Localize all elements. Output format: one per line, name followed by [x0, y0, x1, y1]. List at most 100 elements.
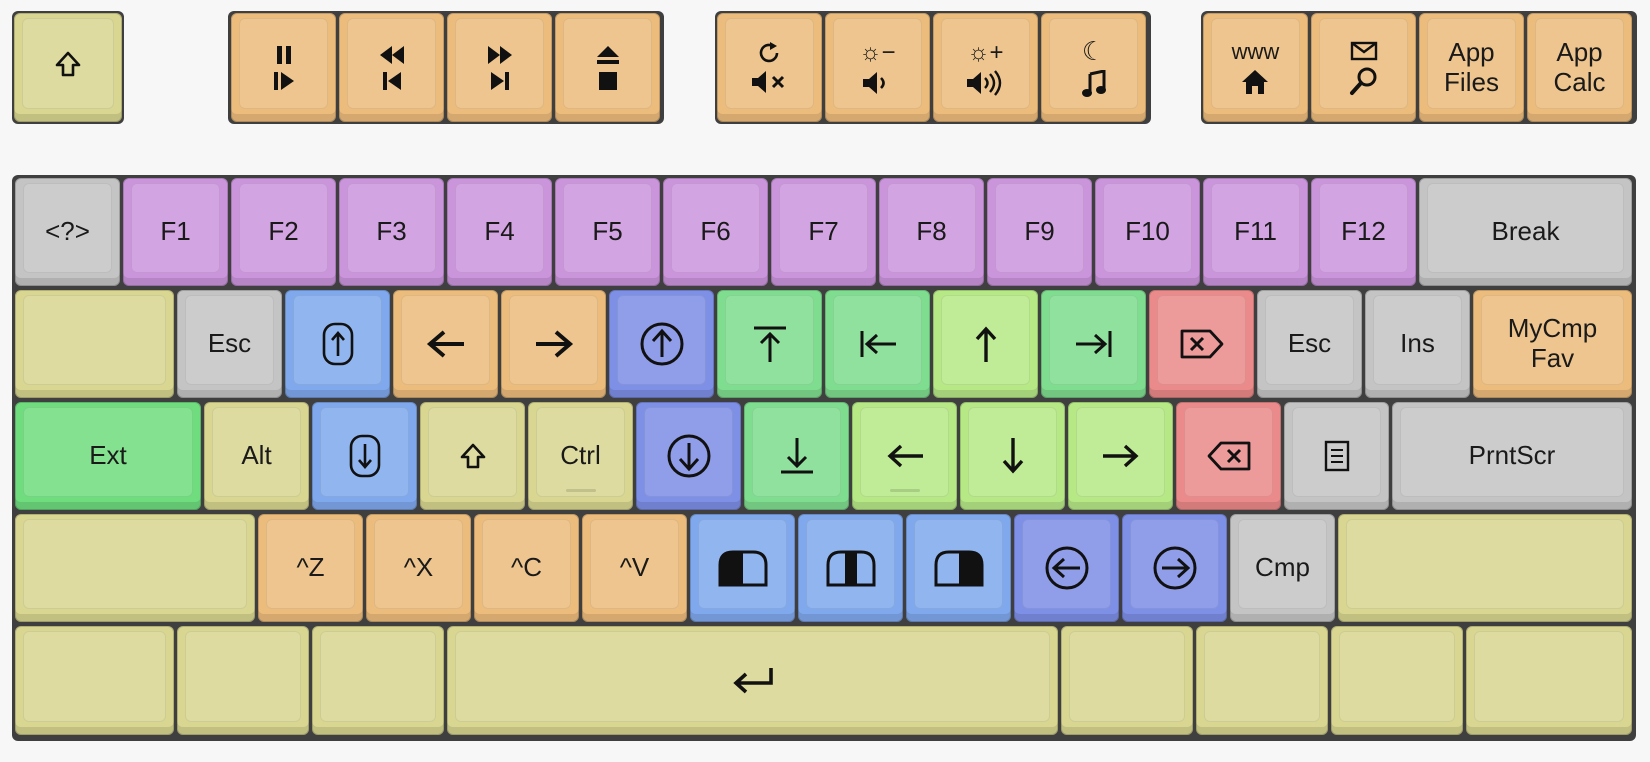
app-files-key[interactable]: App Files: [1419, 13, 1524, 122]
break-key[interactable]: Break: [1419, 178, 1632, 286]
shift-key[interactable]: [14, 13, 122, 122]
undo-label: ^Z: [296, 552, 325, 583]
arrow-right-key[interactable]: [501, 290, 606, 398]
app-calc-key[interactable]: App Calc: [1527, 13, 1632, 122]
arrow-left-icon: [426, 330, 464, 358]
space-enter-key[interactable]: [447, 626, 1058, 735]
f9-key[interactable]: F9: [987, 178, 1092, 286]
outline-shift-icon: [460, 443, 485, 469]
cut-key[interactable]: ^X: [366, 514, 471, 622]
arrow-right-key-2[interactable]: [1068, 402, 1173, 510]
line-end-key[interactable]: [1041, 290, 1146, 398]
end-bottom-key[interactable]: [744, 402, 849, 510]
play-icon: [273, 71, 294, 90]
mouse-left-button-key[interactable]: [690, 514, 795, 622]
f8-key[interactable]: F8: [879, 178, 984, 286]
next-track-icon: [490, 71, 509, 90]
sleep-label: ☾: [1081, 35, 1106, 66]
shift-outline-key[interactable]: [420, 402, 525, 510]
ext-label: Ext: [89, 440, 127, 471]
backspace-key[interactable]: [1176, 402, 1281, 510]
prntscr-key[interactable]: PrntScr: [1392, 402, 1632, 510]
mouse-right-button-key[interactable]: [906, 514, 1011, 622]
help-key[interactable]: <?>: [15, 178, 120, 286]
circle-up-key[interactable]: [609, 290, 714, 398]
play-pause-key[interactable]: [231, 13, 336, 122]
cmp-label: Cmp: [1255, 552, 1310, 583]
circle-right-key[interactable]: [1122, 514, 1227, 622]
mycmp-fav-key[interactable]: MyCmp Fav: [1473, 290, 1632, 398]
bottom-blank-key-1[interactable]: [15, 626, 174, 735]
menu-icon: [1324, 440, 1349, 472]
www-home-key[interactable]: www: [1203, 13, 1308, 122]
line-end-icon: [1075, 331, 1111, 357]
f7-key[interactable]: F7: [771, 178, 876, 286]
mouse-scroll-down-key[interactable]: [312, 402, 417, 510]
eject-stop-key[interactable]: [555, 13, 660, 122]
brightness-up-volume-up-key[interactable]: ☼+: [933, 13, 1038, 122]
menu-key[interactable]: [1284, 402, 1389, 510]
cmp-key[interactable]: Cmp: [1230, 514, 1335, 622]
rewind-previous-key[interactable]: [339, 13, 444, 122]
bottom-blank-key-7[interactable]: [1466, 626, 1632, 735]
alt-key[interactable]: Alt: [204, 402, 309, 510]
bottom-blank-key-3[interactable]: [312, 626, 444, 735]
line-start-icon: [860, 331, 896, 357]
mouse-button-middle-icon: [826, 550, 875, 587]
mouse-button-left-icon: [718, 550, 767, 587]
alt-label: Alt: [241, 440, 272, 471]
tab-blank-key[interactable]: [15, 290, 174, 398]
f4-key[interactable]: F4: [447, 178, 552, 286]
arrow-left-key[interactable]: [393, 290, 498, 398]
f5-key[interactable]: F5: [555, 178, 660, 286]
f12-key[interactable]: F12: [1311, 178, 1416, 286]
delete-forward-key[interactable]: [1149, 290, 1254, 398]
bottom-blank-key-2[interactable]: [177, 626, 309, 735]
refresh-mute-key[interactable]: [717, 13, 822, 122]
bottom-blank-key-4[interactable]: [1061, 626, 1193, 735]
bottom-blank-key-6[interactable]: [1331, 626, 1463, 735]
esc-left-key[interactable]: Esc: [177, 290, 282, 398]
f7-label: F7: [808, 216, 839, 247]
right-shift-blank-key[interactable]: [1338, 514, 1632, 622]
f3-key[interactable]: F3: [339, 178, 444, 286]
forward-next-key[interactable]: [447, 13, 552, 122]
line-start-key[interactable]: [825, 290, 930, 398]
arrow-left-icon: [886, 444, 923, 468]
mouse-middle-button-key[interactable]: [798, 514, 903, 622]
brightness-up-label: ☼+: [967, 38, 1004, 66]
bottom-blank-key-5[interactable]: [1196, 626, 1328, 735]
home-row-bump: [565, 489, 596, 492]
f9-label: F9: [1024, 216, 1055, 247]
f11-key[interactable]: F11: [1203, 178, 1308, 286]
f6-key[interactable]: F6: [663, 178, 768, 286]
f3-label: F3: [376, 216, 407, 247]
undo-key[interactable]: ^Z: [258, 514, 363, 622]
circle-left-key[interactable]: [1014, 514, 1119, 622]
home-top-key[interactable]: [717, 290, 822, 398]
circle-arrow-up-icon: [640, 322, 683, 366]
paste-key[interactable]: ^V: [582, 514, 687, 622]
fast-forward-icon: [487, 45, 512, 64]
ins-key[interactable]: Ins: [1365, 290, 1470, 398]
f2-key[interactable]: F2: [231, 178, 336, 286]
f10-key[interactable]: F10: [1095, 178, 1200, 286]
arrow-up-key[interactable]: [933, 290, 1038, 398]
sleep-music-key[interactable]: ☾: [1041, 13, 1146, 122]
mail-search-key[interactable]: [1311, 13, 1416, 122]
search-icon: [1349, 67, 1376, 95]
brightness-down-volume-down-key[interactable]: ☼−: [825, 13, 930, 122]
arrow-left-key-2[interactable]: [852, 402, 957, 510]
esc-right-key[interactable]: Esc: [1257, 290, 1362, 398]
arrow-down-key[interactable]: [960, 402, 1065, 510]
volume-up-icon: [966, 70, 1001, 97]
arrow-right-icon: [1102, 444, 1139, 468]
mouse-scroll-up-key[interactable]: [285, 290, 390, 398]
copy-key[interactable]: ^C: [474, 514, 579, 622]
end-bottom-icon: [780, 438, 813, 474]
left-shift-blank-key[interactable]: [15, 514, 255, 622]
ext-key[interactable]: Ext: [15, 402, 201, 510]
ctrl-key[interactable]: Ctrl: [528, 402, 633, 510]
circle-down-key[interactable]: [636, 402, 741, 510]
f1-key[interactable]: F1: [123, 178, 228, 286]
